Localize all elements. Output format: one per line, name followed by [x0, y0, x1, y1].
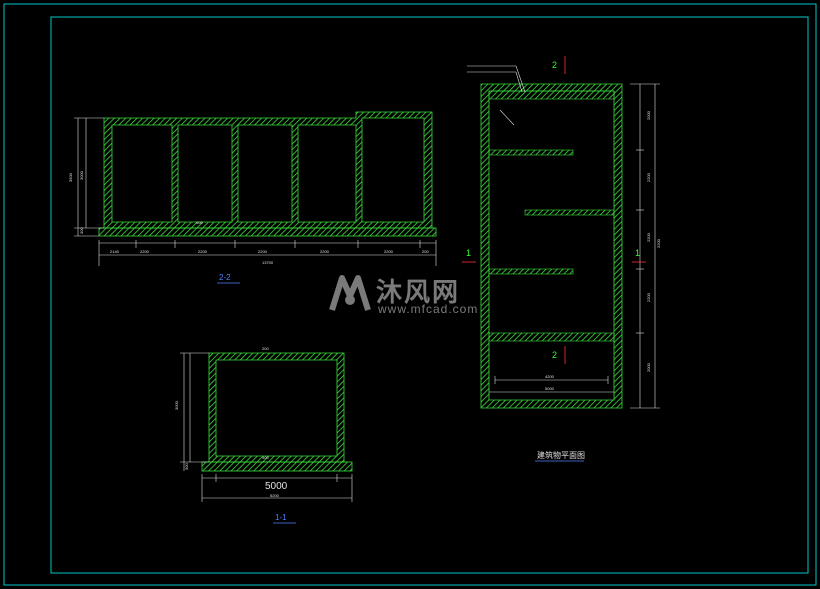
- dim-2-2-2: 2200: [140, 249, 150, 254]
- section-label-2-2: 2-2: [219, 273, 231, 282]
- mfcad-logo-icon: [329, 275, 371, 311]
- dim-2-2-5: 2200: [320, 249, 330, 254]
- watermark-url: www.mfcad.com: [378, 302, 479, 316]
- plan-marker-2-top: 2: [552, 60, 557, 70]
- section-2-2: [74, 111, 437, 266]
- dim-2-2-total: 13700: [262, 260, 274, 265]
- plan-title: 建筑物平面图: [537, 450, 585, 460]
- label-1-1-mid: 400: [262, 455, 269, 460]
- dim-2-2-3: 2200: [198, 249, 208, 254]
- dim-2-2-h2: 3000: [79, 170, 84, 180]
- plan-side-dim-4: 2200: [646, 292, 651, 302]
- watermark-title: 沐风网: [376, 278, 461, 308]
- dim-2-2-h1: 3500: [68, 172, 73, 182]
- dim-1-1-width: 5000: [265, 481, 288, 492]
- plan-side-dim-1: 2000: [646, 110, 651, 120]
- dim-1-1-total: 5200: [270, 493, 280, 498]
- label-2-2-mid: 400: [196, 220, 203, 225]
- section-1-1: [180, 352, 353, 502]
- plan-side-dim-5: 2000: [646, 362, 651, 372]
- inner-frame: [50, 16, 809, 574]
- plan-bottom-dim: 5000: [545, 386, 555, 391]
- plan-marker-2-bottom: 2: [552, 350, 557, 360]
- dim-2-2-1: 2140: [110, 249, 120, 254]
- plan-inner-dim-label: 4200: [545, 374, 555, 379]
- dim-2-2-7: 200: [422, 249, 429, 254]
- outer-frame: [3, 3, 817, 586]
- section-label-1-1: 1-1: [275, 513, 287, 522]
- dim-2-2-6: 2200: [384, 249, 394, 254]
- plan-side-dim-6: 2200: [656, 238, 661, 248]
- dim-2-2-4: 2200: [258, 249, 268, 254]
- dim-1-1-h: 3000: [174, 400, 179, 410]
- dim-2-2-h3: 300: [79, 227, 84, 234]
- plan-view: [467, 65, 660, 409]
- label-1-1-top: 200: [262, 346, 269, 351]
- plan-marker-1-right: 1: [635, 248, 640, 258]
- plan-side-dim-2: 2200: [646, 172, 651, 182]
- dim-1-1-h2: 300: [184, 463, 189, 470]
- plan-side-dim-3: 2200: [646, 232, 651, 242]
- plan-marker-1-left: 1: [466, 248, 471, 258]
- watermark: 沐风网 www.mfcad.com: [326, 270, 496, 320]
